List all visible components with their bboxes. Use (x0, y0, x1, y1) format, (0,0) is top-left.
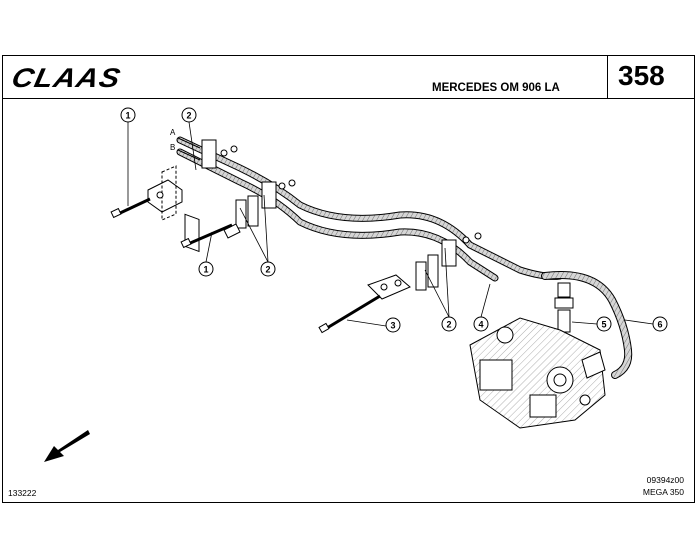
svg-text:5: 5 (601, 320, 606, 330)
callout-1b: 1 (198, 261, 214, 277)
header-divider (2, 98, 695, 99)
engine-model-title: MERCEDES OM 906 LA (432, 82, 560, 94)
header-page-separator (607, 55, 608, 98)
svg-text:2: 2 (446, 320, 451, 330)
bolt-middle (180, 223, 233, 249)
machine-model: MEGA 350 (642, 487, 684, 497)
direction-arrow-icon (44, 430, 90, 462)
clamp-group-middle (223, 179, 296, 239)
svg-text:2: 2 (265, 265, 270, 275)
clamp-plate-3 (367, 274, 411, 300)
svg-text:2: 2 (186, 111, 191, 121)
bolt-long-3 (318, 294, 381, 334)
hose-upper (176, 136, 564, 280)
svg-text:1: 1 (203, 265, 208, 275)
callout-2b: 2 (260, 261, 276, 277)
callout-2c: 2 (441, 316, 457, 332)
callout-2a: 2 (181, 107, 197, 123)
injection-pump (469, 317, 606, 429)
label-a: A (170, 128, 176, 137)
mounting-plate (147, 165, 183, 221)
drawing-number-left: 133222 (8, 488, 37, 498)
svg-text:1: 1 (125, 111, 130, 121)
svg-text:4: 4 (478, 320, 483, 330)
drawing-number-right: 09394z00 (646, 475, 684, 485)
bolt-upper (110, 197, 151, 219)
callout-5: 5 (596, 316, 612, 332)
callout-6: 6 (652, 316, 668, 332)
page-number: 358 (618, 60, 665, 91)
svg-text:3: 3 (390, 321, 395, 331)
drawing-frame (2, 55, 695, 503)
hose-pressure-line-6 (541, 271, 633, 379)
callout-3: 3 (385, 317, 401, 333)
label-b: B (170, 143, 175, 152)
callout-4: 4 (473, 316, 489, 332)
callout-1a: 1 (120, 107, 136, 123)
leader-lines (127, 121, 654, 327)
svg-text:6: 6 (657, 320, 662, 330)
